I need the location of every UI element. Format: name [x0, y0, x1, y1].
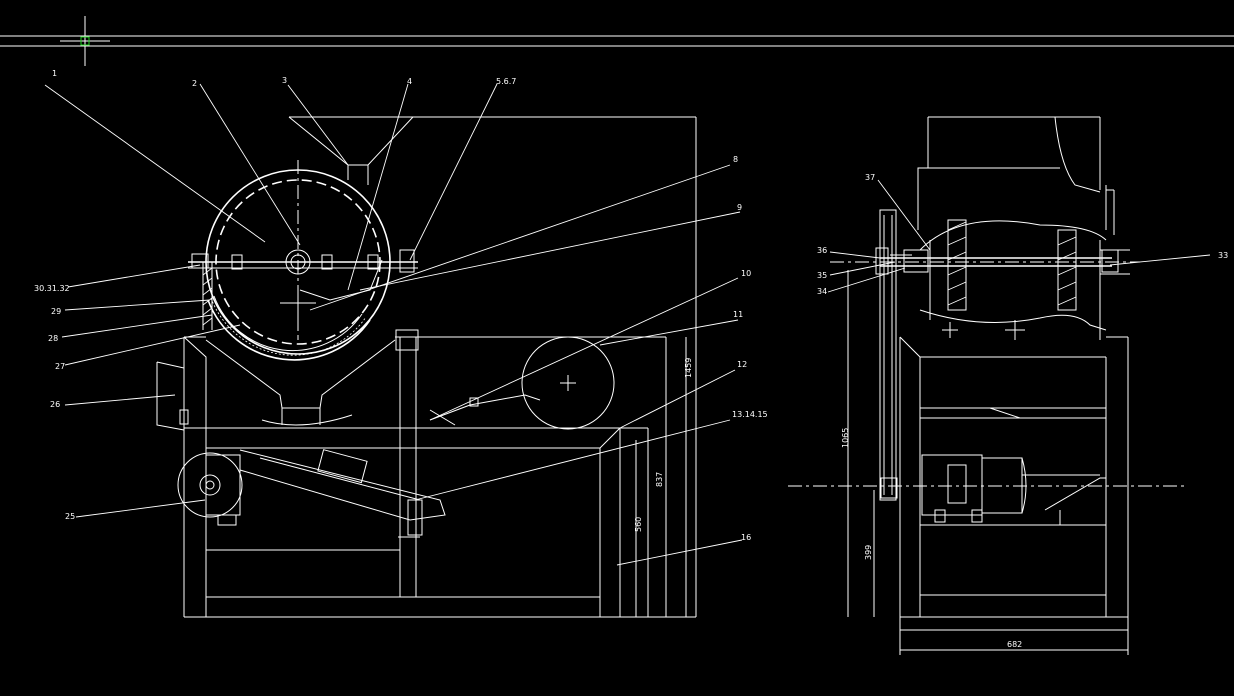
label-29: 29 — [51, 307, 61, 316]
label-3: 3 — [282, 76, 287, 85]
front-dimensions — [635, 337, 687, 617]
label-37: 37 — [865, 173, 875, 182]
side-view — [788, 116, 1211, 655]
label-13-14-15: 13.14.15 — [732, 410, 768, 419]
belt-drive — [879, 209, 912, 501]
label-25: 25 — [65, 512, 75, 521]
title-frame-lines — [0, 35, 1234, 47]
dim-1459: 1459 — [684, 358, 693, 378]
motor — [429, 336, 620, 430]
side-shaft — [830, 247, 1140, 275]
label-2: 2 — [192, 79, 197, 88]
label-8: 8 — [733, 155, 738, 164]
side-drum — [919, 219, 1107, 340]
front-view — [44, 83, 743, 618]
side-motor — [921, 454, 1106, 525]
dim-837: 837 — [655, 472, 664, 487]
fan — [177, 452, 243, 526]
label-35: 35 — [817, 271, 827, 280]
part-labels: 1 2 3 4 5.6.7 8 9 10 11 12 13.14.15 16 3… — [34, 69, 1228, 542]
label-5-6-7: 5.6.7 — [496, 77, 516, 86]
dim-399: 399 — [864, 545, 873, 560]
discharge-funnel — [205, 339, 396, 426]
feed-hopper — [288, 116, 697, 617]
side-leader-lines — [827, 179, 1211, 293]
dim-560: 560 — [634, 517, 643, 532]
label-11: 11 — [733, 310, 743, 319]
label-30-31-32: 30.31.32 — [34, 284, 70, 293]
label-34: 34 — [817, 287, 827, 296]
drum — [188, 160, 418, 361]
label-10: 10 — [741, 269, 751, 278]
crosshair-cursor-icon — [60, 16, 110, 66]
label-26: 26 — [50, 400, 60, 409]
label-1: 1 — [52, 69, 57, 78]
dimension-labels: 1459 837 560 1065 399 682 — [634, 358, 1022, 649]
side-frame — [899, 336, 1129, 618]
vibrating-screen — [239, 449, 446, 538]
front-frame — [183, 329, 696, 618]
label-28: 28 — [48, 334, 58, 343]
label-4: 4 — [407, 77, 412, 86]
label-12: 12 — [737, 360, 747, 369]
label-36: 36 — [817, 246, 827, 255]
dim-1065: 1065 — [841, 428, 850, 448]
label-33: 33 — [1218, 251, 1228, 260]
front-leader-lines — [44, 83, 743, 566]
label-27: 27 — [55, 362, 65, 371]
side-hopper — [917, 116, 1115, 235]
side-chute — [156, 361, 189, 431]
label-16: 16 — [741, 533, 751, 542]
dim-682: 682 — [1007, 640, 1022, 649]
side-dimensions — [847, 270, 1129, 655]
label-9: 9 — [737, 203, 742, 212]
